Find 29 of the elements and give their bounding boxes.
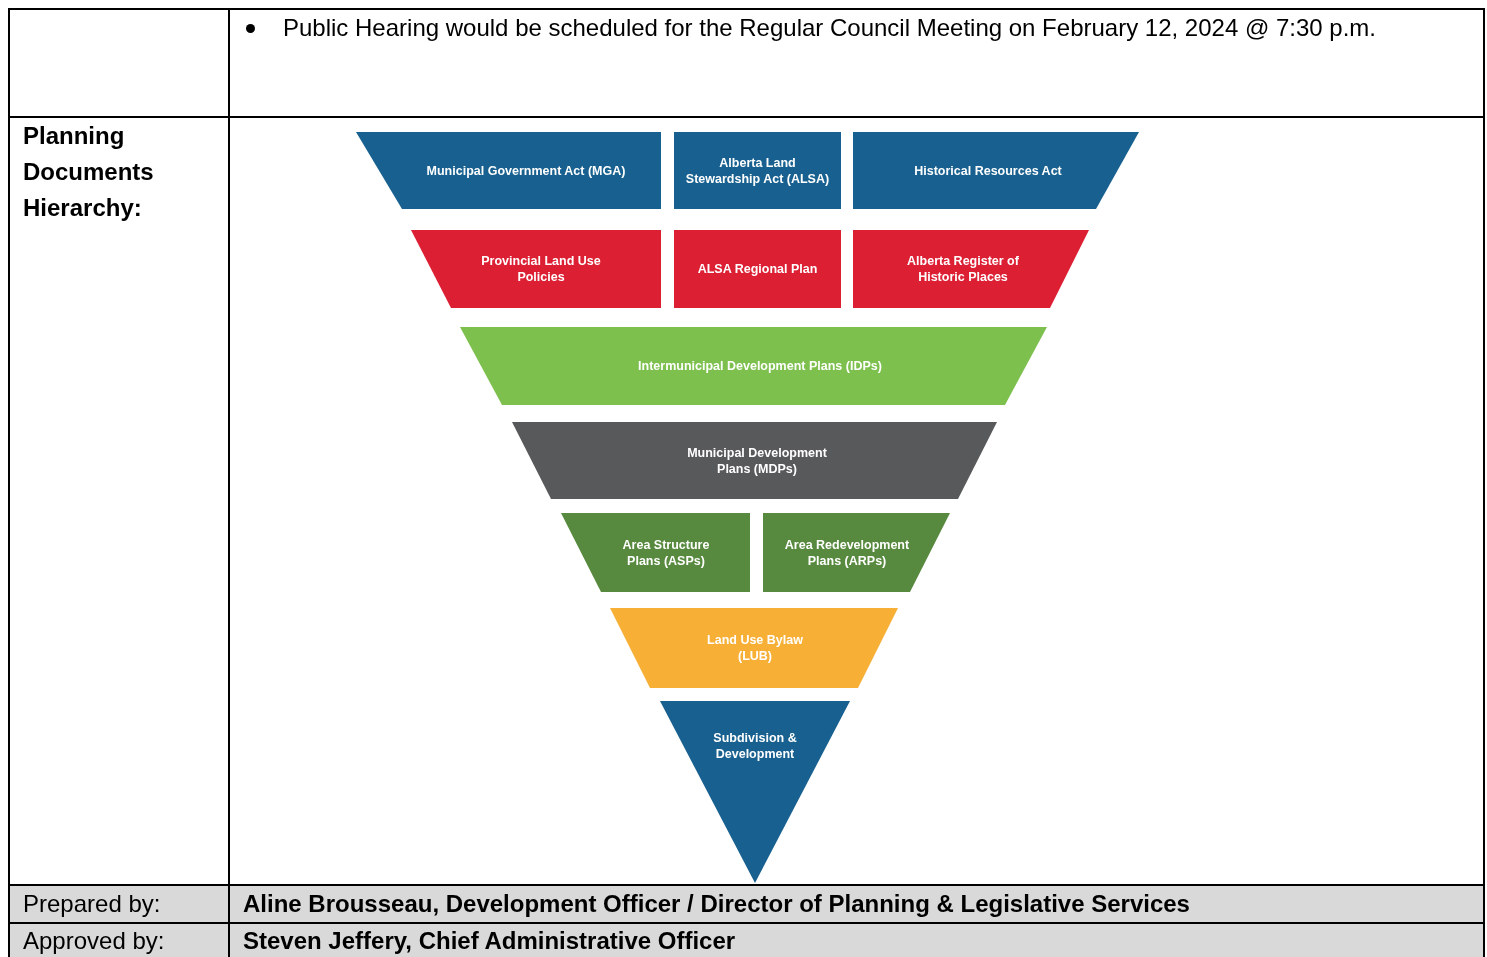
tier-label: Alberta Register of Historic Places	[906, 253, 1020, 285]
tier-label: Municipal Development Plans (MDPs)	[686, 444, 828, 477]
pyramid-tier	[561, 513, 750, 592]
tier-label: Municipal Government Act (MGA)	[426, 162, 626, 179]
tier-label: Alberta Land Stewardship Act (ALSA)	[684, 154, 831, 187]
tier-label: Land Use Bylaw (LUB)	[706, 632, 804, 664]
tier-label: Intermunicipal Development Plans (IDPs)	[638, 358, 882, 374]
approved-by-value: Steven Jeffery, Chief Administrative Officer	[243, 926, 736, 956]
tier-label: Historical Resources Act	[914, 162, 1062, 179]
tier-label: Area Structure Plans (ASPs)	[621, 536, 711, 569]
prepared-by-value: Aline Brousseau, Development Officer / Director of Planning & Legislative Services	[243, 889, 1190, 919]
pyramid-tier	[853, 132, 1139, 209]
pyramid-tier	[512, 422, 997, 499]
pyramid-tier	[674, 132, 841, 209]
pyramid-tier	[853, 230, 1089, 308]
tier-label: Provincial Land Use Policies	[480, 253, 602, 285]
pyramid-tier	[411, 230, 661, 308]
bullet-text: Public Hearing would be scheduled for the Regular Council Meeting on February 12, 2024 @ 7:30 p.m.	[283, 13, 1377, 43]
pyramid-tier	[763, 513, 950, 592]
tier-label: ALSA Regional Plan	[697, 261, 818, 277]
pyramid-tier	[610, 608, 898, 688]
row-heading: Approved by:	[23, 926, 165, 956]
row-heading: Planning Documents Hierarchy:	[23, 121, 155, 223]
pyramid-tier	[356, 132, 661, 209]
tier-label: Area Redevelopment Plans (ARPs)	[783, 536, 911, 569]
pyramid-tier	[460, 327, 1047, 405]
pyramid-tier	[674, 230, 841, 308]
tier-label: Subdivision & Development	[712, 730, 798, 762]
row-heading: Prepared by:	[23, 889, 161, 919]
